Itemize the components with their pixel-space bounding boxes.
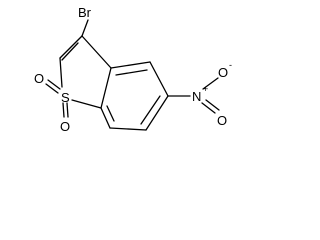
nitro-oxygen-bottom-label: O xyxy=(217,113,227,128)
bond-c3a-c7a xyxy=(100,67,112,109)
bond-c6-c7 xyxy=(109,127,147,131)
bond-lines xyxy=(45,19,220,131)
bond-c3-c2-inner xyxy=(61,42,79,61)
nitro-nitrogen-charge: + xyxy=(203,84,208,94)
bond-c3-c2 xyxy=(59,35,83,59)
bond-s-o1b xyxy=(45,83,59,94)
bond-c7-c7a-inner xyxy=(106,105,115,122)
bond-n-o-double-b xyxy=(205,99,220,111)
bond-s-o2a xyxy=(62,102,65,118)
bond-c3-c3a xyxy=(81,35,112,69)
nitro-oxygen-top-label: O xyxy=(218,65,228,80)
bond-n-o-double-a xyxy=(201,102,216,114)
bond-c5-c6 xyxy=(145,95,169,131)
bond-s-o1a xyxy=(47,79,61,90)
bond-c3a-c4 xyxy=(110,61,151,69)
bond-c7-c7a xyxy=(100,107,111,129)
bond-c2-s xyxy=(59,57,63,88)
bromine-label: Br xyxy=(78,5,92,20)
bond-c5-c6-inner xyxy=(140,95,161,125)
sulfone-oxygen-left-label: O xyxy=(34,71,44,86)
bond-s-c7a xyxy=(71,99,102,109)
bond-n-o-single xyxy=(202,77,219,90)
bond-s-o2b xyxy=(66,102,69,118)
nitro-nitrogen-label: N xyxy=(192,89,201,104)
sulfone-oxygen-bottom-label: O xyxy=(60,119,70,134)
bond-c4-c5 xyxy=(149,61,169,97)
nitro-oxygen-top-charge: - xyxy=(229,60,232,70)
bond-c3-br xyxy=(81,19,89,37)
structure-diagram: Br S O O N + O - O xyxy=(34,5,232,134)
bond-c3a-c4-inner xyxy=(115,69,148,76)
sulfur-label: S xyxy=(61,90,70,105)
atom-labels: Br S O O N + O - O xyxy=(34,5,232,134)
